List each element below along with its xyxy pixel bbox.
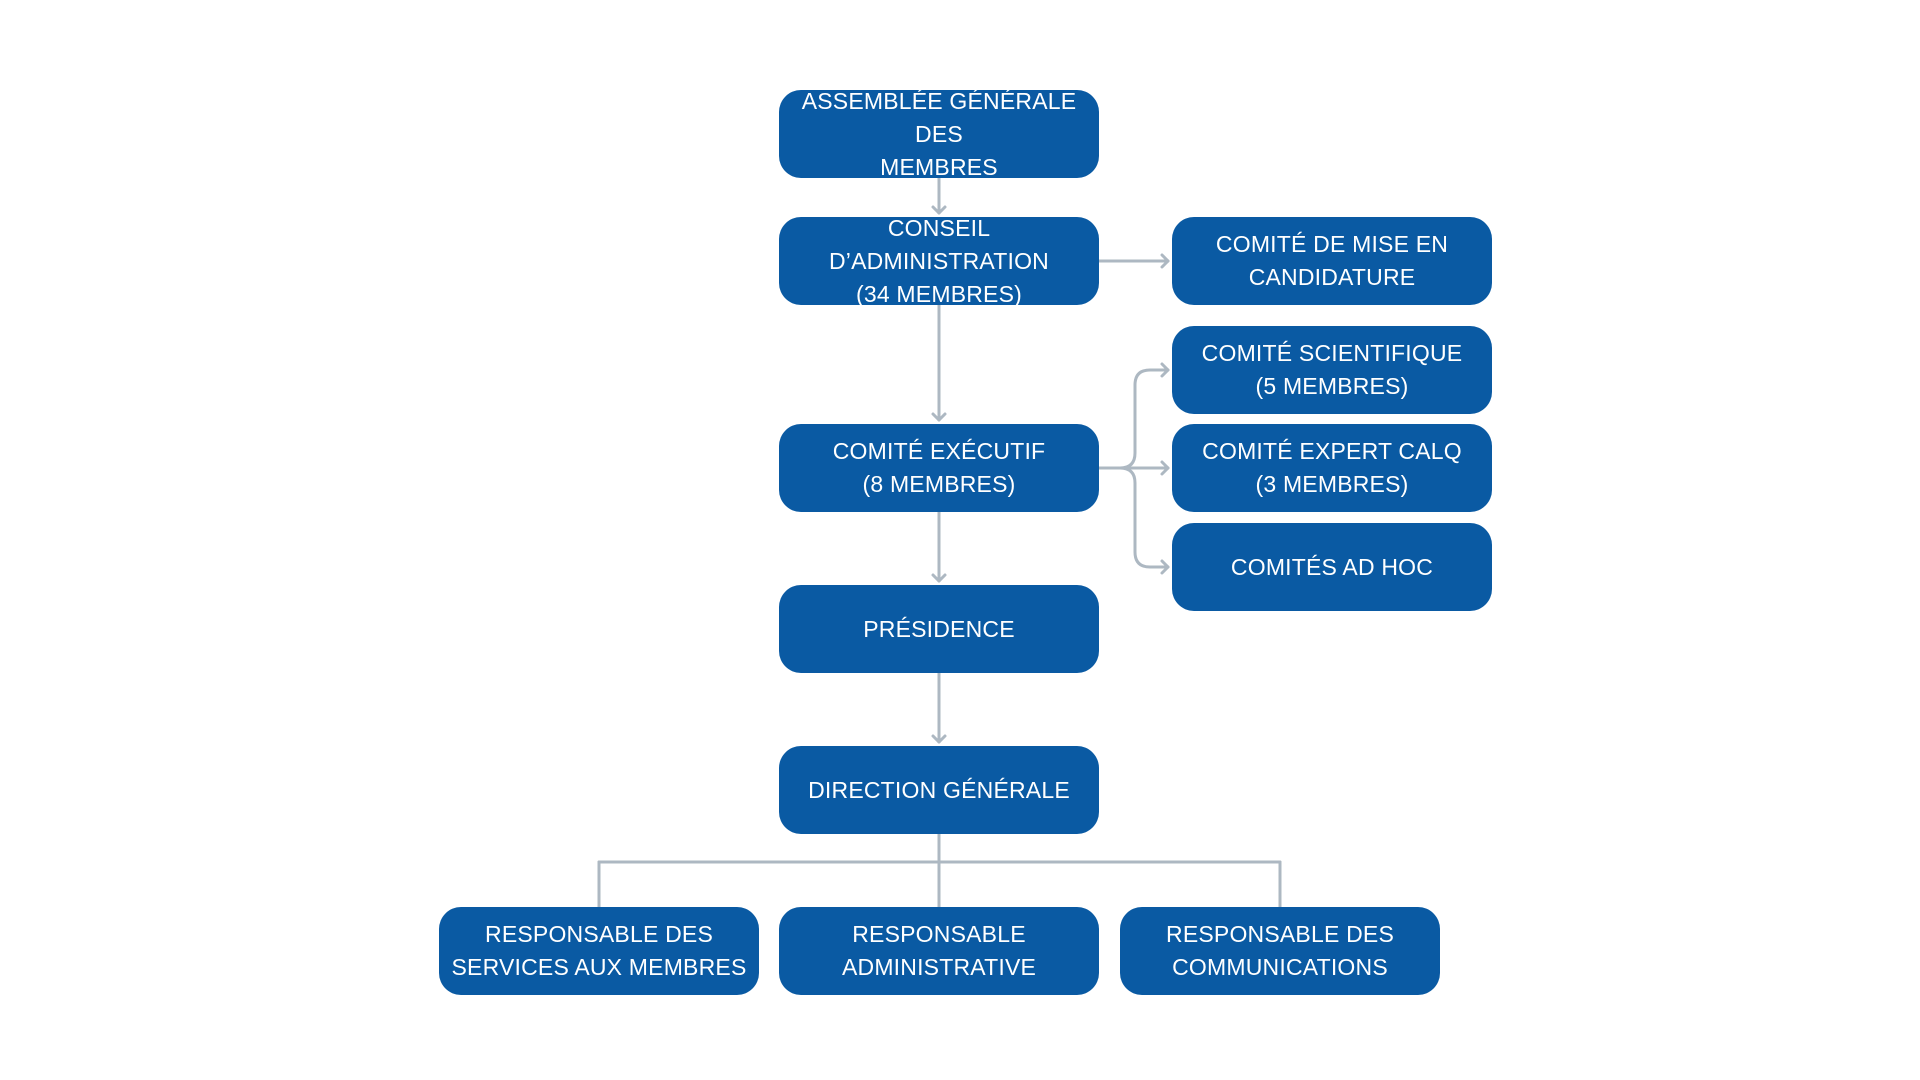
node-label-line2: ADMINISTRATIVE xyxy=(841,954,1037,980)
node-comites-ad-hoc: COMITÉS AD HOC xyxy=(1172,523,1492,611)
node-label-line2: (8 MEMBRES) xyxy=(862,471,1016,497)
node-conseil-administration: CONSEIL D’ADMINISTRATION (34 MEMBRES) xyxy=(779,215,1099,307)
node-label-line1: COMITÉS AD HOC xyxy=(1230,553,1434,580)
arrowhead-ce-to-adhoc xyxy=(1160,559,1170,575)
node-label-line2: CANDIDATURE xyxy=(1248,264,1416,290)
arrowhead-ce-to-calq xyxy=(1160,460,1170,476)
node-responsable-administrative: RESPONSABLE ADMINISTRATIVE xyxy=(779,907,1099,995)
node-label-line2: SERVICES AUX MEMBRES xyxy=(451,954,747,980)
node-comite-scientifique: COMITÉ SCIENTIFIQUE (5 MEMBRES) xyxy=(1172,326,1492,414)
node-comite-expert-calq: COMITÉ EXPERT CALQ (3 MEMBRES) xyxy=(1172,424,1492,512)
arrow-ce-to-sci xyxy=(1097,368,1170,470)
node-label-line1: RESPONSABLE xyxy=(852,921,1026,947)
node-direction-generale: DIRECTION GÉNÉRALE xyxy=(779,746,1099,834)
node-comite-mise-en-candidature: COMITÉ DE MISE EN CANDIDATURE xyxy=(1172,217,1492,305)
arrowhead-pres-to-dg xyxy=(931,734,947,744)
node-label-line1: CONSEIL D’ADMINISTRATION xyxy=(829,214,1049,274)
node-label-line1: RESPONSABLE DES xyxy=(485,921,713,947)
node-label-line2: COMMUNICATIONS xyxy=(1172,954,1388,980)
node-label-line1: COMITÉ SCIENTIFIQUE xyxy=(1201,340,1463,366)
node-label-line2: MEMBRES xyxy=(880,153,998,180)
node-label-line1: PRÉSIDENCE xyxy=(863,615,1015,642)
arrowhead-ca-to-ce xyxy=(931,412,947,422)
node-label-line1: COMITÉ EXPERT CALQ xyxy=(1202,438,1462,464)
node-label-line1: COMITÉ DE MISE EN xyxy=(1215,231,1449,257)
node-label-line2: (5 MEMBRES) xyxy=(1255,373,1409,399)
arrowhead-ce-to-sci xyxy=(1160,362,1170,378)
node-presidence: PRÉSIDENCE xyxy=(779,585,1099,673)
node-label-line2: (34 MEMBRES) xyxy=(856,280,1022,307)
arrowhead-ce-to-pres xyxy=(931,573,947,583)
node-label-line2: (3 MEMBRES) xyxy=(1255,471,1409,497)
node-comite-executif: COMITÉ EXÉCUTIF (8 MEMBRES) xyxy=(779,424,1099,512)
node-label-line1: RESPONSABLE DES xyxy=(1166,921,1394,947)
arrow-ce-to-adhoc xyxy=(1118,466,1170,569)
node-label-line1: ASSEMBLÉE GÉNÉRALE DES xyxy=(801,87,1077,147)
arrowhead-ag-to-ca xyxy=(931,205,947,215)
node-responsable-services-membres: RESPONSABLE DES SERVICES AUX MEMBRES xyxy=(439,907,759,995)
arrowhead-ca-to-mise xyxy=(1160,253,1170,269)
node-responsable-communications: RESPONSABLE DES COMMUNICATIONS xyxy=(1120,907,1440,995)
node-label-line1: COMITÉ EXÉCUTIF xyxy=(832,438,1046,464)
node-assemblee-generale: ASSEMBLÉE GÉNÉRALE DES MEMBRES xyxy=(779,88,1099,180)
node-label-line1: DIRECTION GÉNÉRALE xyxy=(808,776,1070,803)
